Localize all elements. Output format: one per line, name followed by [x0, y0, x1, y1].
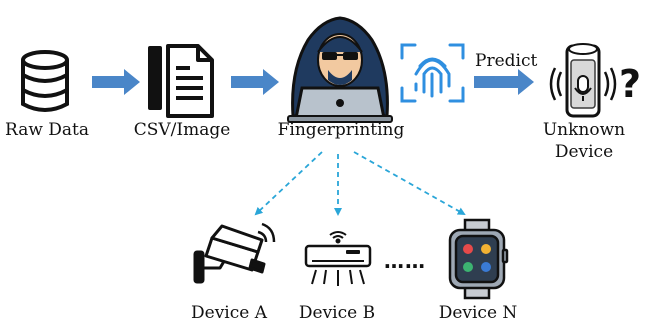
label-unknown-device-line2: Device	[554, 142, 614, 162]
label-predict: Predict	[475, 51, 538, 71]
label-device-a: Device A	[191, 303, 267, 323]
smart-speaker-icon	[549, 43, 617, 118]
hacker-laptop-icon	[287, 16, 393, 123]
smartwatch-icon	[448, 218, 509, 300]
label-device-n: Device N	[438, 303, 518, 323]
question-mark: ?	[619, 62, 641, 106]
dashed-arrow-device-n	[353, 151, 466, 215]
database-icon	[21, 50, 69, 112]
dashed-arrows	[254, 151, 466, 216]
dashed-arrow-device-a	[254, 151, 323, 216]
arrow-raw-to-csv	[92, 69, 140, 95]
air-conditioner-icon	[304, 231, 372, 286]
security-camera-icon	[193, 222, 276, 284]
label-raw-data: Raw Data	[5, 120, 90, 140]
label-unknown-device-line1: Unknown	[542, 120, 626, 140]
label-csv-image: CSV/Image	[133, 120, 231, 140]
label-fingerprinting: Fingerprinting	[277, 120, 405, 140]
document-icon	[148, 44, 214, 118]
fingerprint-scan-icon	[400, 43, 465, 103]
label-device-b: Device B	[298, 303, 376, 323]
arrow-csv-to-fingerprinting	[231, 69, 279, 95]
arrow-predict	[474, 69, 534, 95]
ellipsis: ……	[384, 249, 426, 273]
